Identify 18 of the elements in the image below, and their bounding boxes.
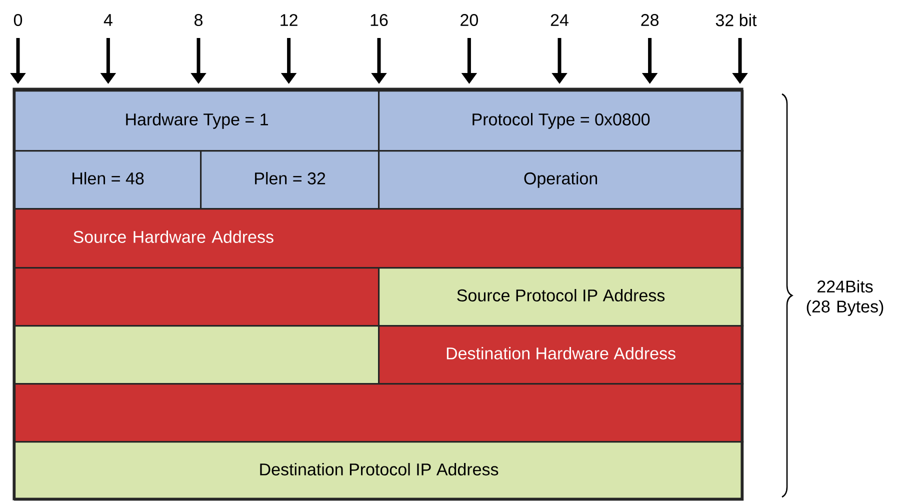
- bit-number: 32 bit: [716, 14, 757, 26]
- field-cell: Destination Hardware Address: [378, 325, 744, 385]
- bit-number: 0: [14, 14, 22, 26]
- bit-number: 24: [550, 14, 568, 26]
- bit-number: 16: [370, 14, 388, 26]
- field-cell: Hlen = 48: [14, 150, 202, 210]
- size-label: 224Bits (28 Bytes): [806, 280, 884, 316]
- bit-number: 28: [641, 14, 659, 26]
- bit-number: 8: [194, 14, 202, 26]
- field-cell: [14, 325, 380, 385]
- field-cell: Source Protocol IP Address: [378, 267, 744, 327]
- bit-number: 12: [280, 14, 298, 26]
- field-cell: Plen = 32: [200, 150, 380, 210]
- field-cell: Protocol Type = 0x0800: [378, 90, 744, 152]
- bit-number: 4: [104, 14, 112, 26]
- bit-number: 20: [460, 14, 478, 26]
- field-cell: Destination Protocol IP Address: [14, 441, 744, 501]
- field-cell: [14, 267, 380, 327]
